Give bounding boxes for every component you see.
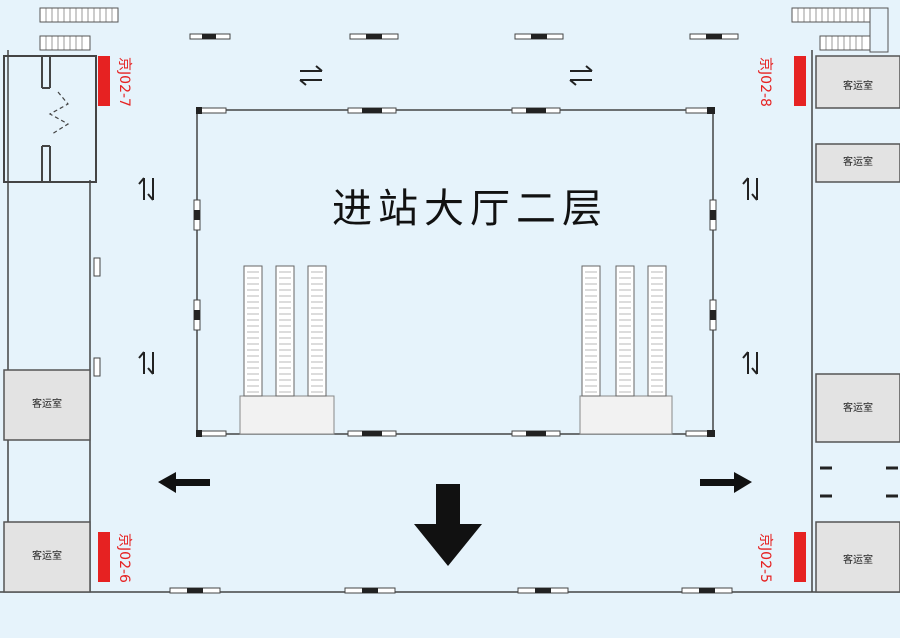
room-label-bottom-left: 客运室: [32, 551, 62, 562]
room-label-mid-right: 客运室: [843, 403, 873, 414]
room-label-top-right-1: 客运室: [843, 81, 873, 92]
room-label-top-right-2: 客运室: [843, 157, 873, 168]
right-rooms: [815, 55, 900, 593]
stairs-top-right: [791, 7, 889, 53]
sign-label-top-left: 京J02-7: [115, 57, 132, 107]
stairwell-top-left: [3, 55, 97, 183]
escalators-left: [239, 265, 335, 435]
sign-label-top-right: 京J02-8: [756, 57, 773, 107]
right-dashes: [820, 466, 898, 498]
top-gate-centers: [187, 34, 722, 593]
escalators-right: [579, 265, 673, 435]
room-label-bottom-right: 客运室: [843, 555, 873, 566]
left-rooms: [3, 369, 91, 593]
room-label-mid-left: 客运室: [32, 399, 62, 410]
stairs-top-left-treads: [45, 8, 113, 50]
sign-label-bottom-left: 京J02-6: [115, 533, 132, 583]
down-arrow-icon: [414, 484, 482, 566]
escalator-treads: [247, 271, 663, 393]
two-way-vertical-arrow-icon: [138, 177, 758, 375]
central-hall-outline: [196, 109, 714, 435]
two-way-arrow-icon: [299, 65, 593, 86]
sign-bars: [98, 56, 806, 582]
left-arrow-icon: [158, 472, 210, 493]
sign-label-bottom-right: 京J02-5: [756, 533, 773, 583]
hall-gate-centers: [194, 107, 716, 437]
hall-title: 进站大厅二层: [332, 186, 608, 232]
stairs-top-right-treads: [797, 8, 865, 50]
stairs-top-left: [39, 7, 119, 51]
stairwell-zigzag: [48, 91, 70, 135]
right-arrow-icon: [700, 472, 752, 493]
